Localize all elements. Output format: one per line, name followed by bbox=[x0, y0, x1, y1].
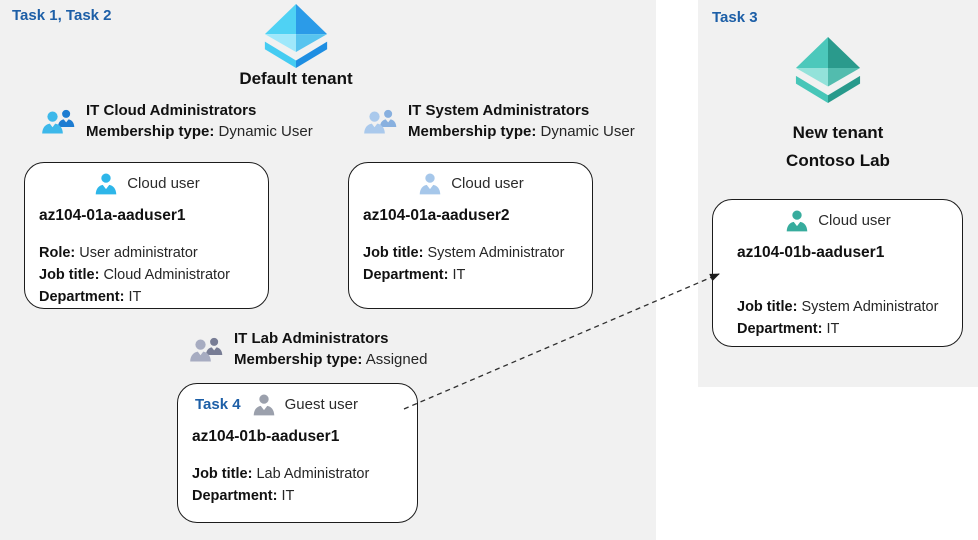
membership-type: Membership type: Dynamic User bbox=[408, 123, 635, 140]
user-name: az104-01b-aaduser1 bbox=[192, 428, 340, 445]
cloud-user-icon bbox=[419, 173, 441, 195]
user-card-aaduser2: Cloud user az104-01a-aaduser2 Job title:… bbox=[348, 162, 593, 309]
group-name: IT Lab Administrators bbox=[234, 330, 389, 347]
user-fields: Job title: System Administrator Departme… bbox=[363, 245, 565, 284]
user-fields: Job title: Lab Administrator Department:… bbox=[192, 466, 370, 505]
user-type-label: Guest user bbox=[284, 395, 358, 413]
user-type-label: Cloud user bbox=[127, 174, 200, 192]
group-people-icon bbox=[364, 109, 397, 133]
user-type-label: Cloud user bbox=[451, 174, 524, 192]
cloud-user-icon bbox=[786, 210, 808, 232]
user-name: az104-01a-aaduser1 bbox=[39, 207, 186, 224]
task-3-label: Task 3 bbox=[712, 9, 758, 26]
user-name: az104-01a-aaduser2 bbox=[363, 207, 510, 224]
user-card-aaduser1: Cloud user az104-01a-aaduser1 Role: User… bbox=[24, 162, 269, 309]
user-fields: Job title: System Administrator Departme… bbox=[737, 299, 939, 338]
guest-user-card: Task 4 Guest user az104-01b-aaduser1 Job… bbox=[177, 383, 418, 523]
group-it-lab-administrators: IT Lab Administrators Membership type: A… bbox=[188, 330, 427, 368]
group-people-icon bbox=[42, 109, 75, 133]
new-tenant-title: New tenant Contoso Lab bbox=[786, 123, 890, 170]
group-it-system-administrators: IT System Administrators Membership type… bbox=[362, 102, 635, 140]
user-fields: Role: User administrator Job title: Clou… bbox=[39, 245, 230, 306]
task-4-label: Task 4 bbox=[195, 395, 241, 413]
task-1-2-label: Task 1, Task 2 bbox=[12, 7, 112, 24]
guest-user-icon bbox=[253, 394, 274, 416]
group-name: IT Cloud Administrators bbox=[86, 102, 257, 119]
group-people-icon bbox=[190, 337, 223, 361]
azure-ad-new-tenant-icon bbox=[795, 36, 861, 104]
cloud-user-icon bbox=[95, 173, 117, 195]
group-it-cloud-administrators: IT Cloud Administrators Membership type:… bbox=[40, 102, 313, 140]
new-tenant-user-card: Cloud user az104-01b-aaduser1 Job title:… bbox=[712, 199, 963, 347]
group-name: IT System Administrators bbox=[408, 102, 590, 119]
user-type-label: Cloud user bbox=[818, 211, 891, 229]
user-name: az104-01b-aaduser1 bbox=[737, 244, 885, 261]
azure-ad-tenant-icon bbox=[264, 3, 328, 69]
membership-type: Membership type: Assigned bbox=[234, 351, 428, 368]
membership-type: Membership type: Dynamic User bbox=[86, 123, 313, 140]
default-tenant-title: Default tenant bbox=[239, 69, 353, 88]
